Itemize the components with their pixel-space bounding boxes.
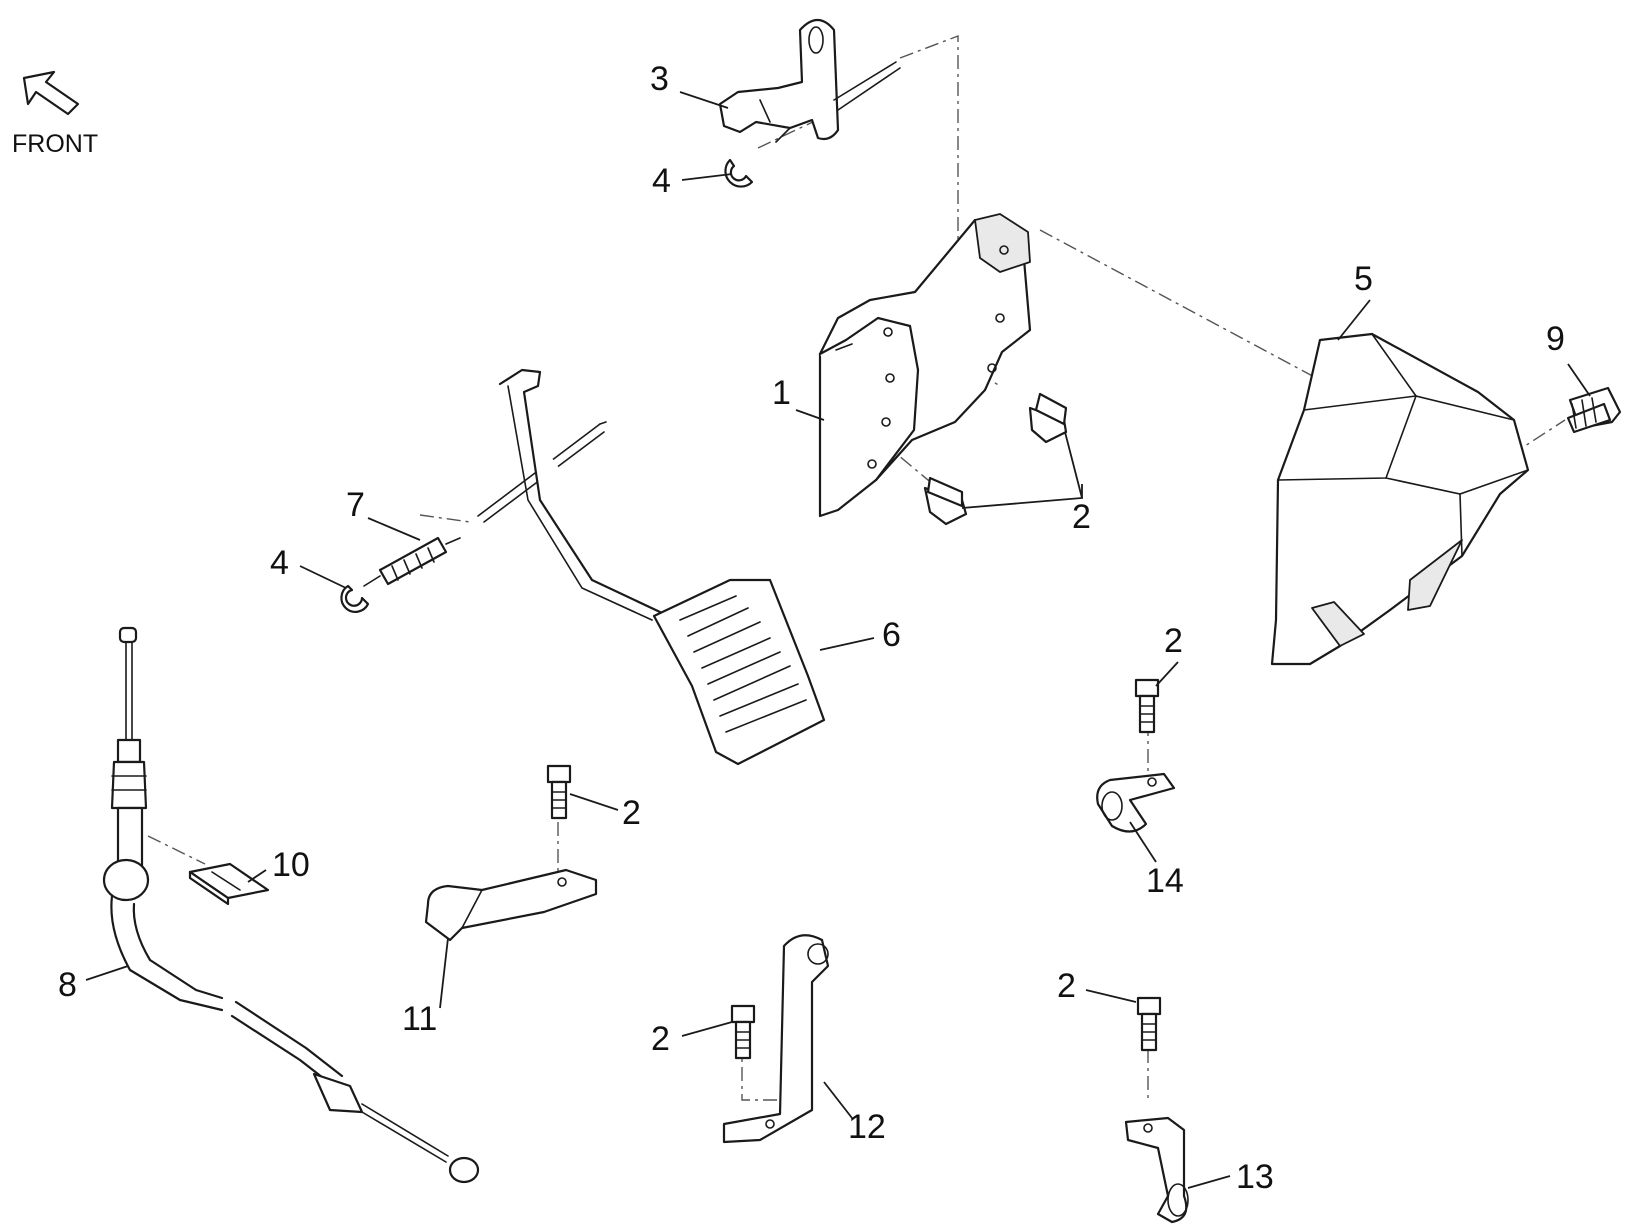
callout-2: 2	[1072, 498, 1091, 536]
cover-bolt-icon	[1566, 386, 1622, 434]
callout-8: 8	[58, 966, 77, 1004]
callout-14: 14	[1146, 862, 1184, 900]
callout-5: 5	[1354, 260, 1373, 298]
callout-9: 9	[1546, 320, 1565, 358]
callout-2: 2	[651, 1020, 670, 1058]
callout-11: 11	[402, 1000, 437, 1038]
bolt-icon	[923, 392, 1068, 526]
callout-3: 3	[650, 60, 669, 98]
front-label: FRONT	[12, 130, 98, 158]
leader-lines	[85, 91, 1591, 1189]
callout-1: 1	[772, 374, 791, 412]
callout-2: 2	[622, 794, 641, 832]
callout-6: 6	[882, 616, 901, 654]
hook-clamp-icon	[1124, 1116, 1189, 1224]
callout-2: 2	[1164, 622, 1183, 660]
pedal-cover-icon	[1270, 332, 1530, 666]
e-clip-icon	[340, 584, 370, 613]
throttle-cable-icon	[102, 626, 480, 1184]
pivot-arm-icon	[718, 18, 901, 143]
cable-clip-icon	[188, 862, 270, 906]
callout-4: 4	[270, 544, 289, 582]
callout-13: 13	[1236, 1158, 1274, 1196]
accelerator-pedal-icon	[498, 368, 826, 766]
e-clip-icon	[724, 158, 754, 188]
cable-bracket-icon	[424, 868, 598, 942]
front-arrow-icon	[22, 70, 80, 116]
callout-10: 10	[272, 846, 310, 884]
bolt-icon	[1134, 678, 1160, 734]
callout-12: 12	[848, 1108, 886, 1146]
callout-7: 7	[346, 486, 365, 524]
callout-4: 4	[652, 162, 671, 200]
callout-numbers: 1 2 2 2 2 2 2 3 4 4 5 6 7 8 9 10 11 12 1…	[58, 60, 1565, 1196]
pedal-mount-bracket-icon	[818, 213, 1032, 518]
bolt-icon	[1136, 996, 1162, 1052]
p-clamp-icon	[1096, 772, 1176, 833]
callout-2: 2	[1057, 967, 1076, 1005]
support-bracket-icon	[722, 934, 830, 1144]
bolt-icon	[730, 1004, 756, 1060]
bolt-icon	[546, 764, 572, 820]
